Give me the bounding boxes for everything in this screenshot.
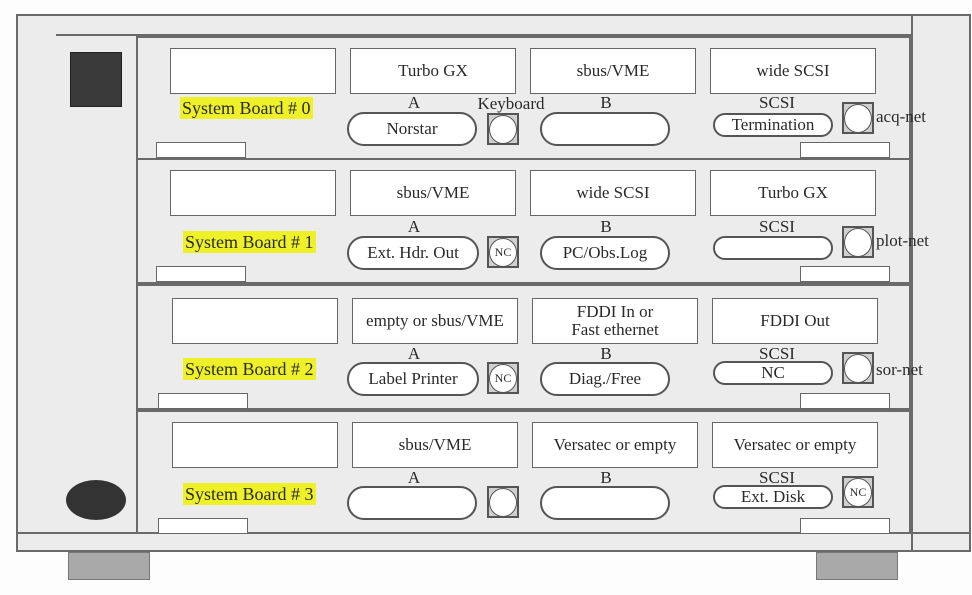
chassis-right-panel <box>911 14 971 552</box>
board-2-blank-panel <box>172 298 338 344</box>
board-0-label-a: A <box>407 93 421 112</box>
board-3-slot-1: sbus/VME <box>352 422 518 468</box>
board-0-connector-a[interactable]: Norstar <box>347 112 477 146</box>
board-0-blank-panel <box>170 48 336 94</box>
board-2-handle-left <box>158 393 248 409</box>
port-ring <box>844 227 872 257</box>
board-2-label-scsi: SCSI <box>759 344 795 363</box>
board-1-slot-3: Turbo GX <box>710 170 876 216</box>
board-3-slot-3: Versatec or empty <box>712 422 878 468</box>
board-3-connector-scsi[interactable]: Ext. Disk <box>713 485 833 509</box>
power-button[interactable] <box>66 480 126 520</box>
board-2-name: System Board # 2 <box>183 358 316 380</box>
board-1-handle-right <box>800 266 890 282</box>
board-3-label-a: A <box>407 468 421 487</box>
port-ring <box>844 103 872 133</box>
system-board-2 <box>138 284 911 410</box>
board-2-connector-scsi[interactable]: NC <box>713 361 833 385</box>
chassis-left-panel <box>56 36 138 532</box>
chassis-foot-right <box>816 552 898 580</box>
board-0-slot-1: Turbo GX <box>350 48 516 94</box>
board-0-keyboard-port[interactable] <box>487 113 519 145</box>
board-3-connector-b[interactable] <box>540 486 670 520</box>
board-1-net-port[interactable] <box>842 226 874 258</box>
board-1-handle-left <box>156 266 246 282</box>
board-0-net-label: acq-net <box>876 107 927 126</box>
port-ring: NC <box>489 363 517 393</box>
board-3-label-b: B <box>600 468 612 487</box>
board-3-slot-2: Versatec or empty <box>532 422 698 468</box>
port-ring <box>844 353 872 383</box>
board-0-slot-2: sbus/VME <box>530 48 696 94</box>
chassis-foot-left <box>68 552 150 580</box>
board-3-connector-a[interactable] <box>347 486 477 520</box>
board-2-net-port[interactable] <box>842 352 874 384</box>
board-0-handle-right <box>800 142 890 158</box>
board-2-connector-b[interactable]: Diag./Free <box>540 362 670 396</box>
board-2-slot-3: FDDI Out <box>712 298 878 344</box>
board-1-port[interactable]: NC <box>487 236 519 268</box>
board-0-label-scsi: SCSI <box>759 93 795 112</box>
port-ring: NC <box>489 237 517 267</box>
board-0-name: System Board # 0 <box>180 97 313 119</box>
board-1-label-b: B <box>600 217 612 236</box>
board-2-port[interactable]: NC <box>487 362 519 394</box>
port-ring <box>489 114 517 144</box>
chassis-top-strip <box>56 14 911 36</box>
board-2-label-b: B <box>600 344 612 363</box>
board-1-label-a: A <box>407 217 421 236</box>
board-3-blank-panel <box>172 422 338 468</box>
board-1-connector-a[interactable]: Ext. Hdr. Out <box>347 236 479 270</box>
board-1-connector-b[interactable]: PC/Obs.Log <box>540 236 670 270</box>
board-0-connector-b[interactable] <box>540 112 670 146</box>
board-2-slot-1: empty or sbus/VME <box>352 298 518 344</box>
board-3-port[interactable] <box>487 486 519 518</box>
board-3-handle-left <box>158 518 248 534</box>
board-1-name: System Board # 1 <box>183 231 316 253</box>
board-1-slot-1: sbus/VME <box>350 170 516 216</box>
board-3-handle-right <box>800 518 890 534</box>
board-1-connector-scsi[interactable] <box>713 236 833 260</box>
board-2-label-a: A <box>407 344 421 363</box>
board-0-connector-scsi[interactable]: Termination <box>713 113 833 137</box>
board-2-net-label: sor-net <box>876 360 923 379</box>
board-0-net-port[interactable] <box>842 102 874 134</box>
port-ring: NC <box>844 477 872 507</box>
port-ring <box>489 487 517 517</box>
board-1-net-label: plot-net <box>876 231 929 250</box>
chassis-bottom-strip <box>16 532 971 552</box>
board-3-net-port[interactable]: NC <box>842 476 874 508</box>
board-2-connector-a[interactable]: Label Printer <box>347 362 479 396</box>
board-0-handle-left <box>156 142 246 158</box>
board-2-handle-right <box>800 393 890 409</box>
system-board-3 <box>138 410 911 534</box>
system-board-1 <box>138 158 911 284</box>
board-1-blank-panel <box>170 170 336 216</box>
board-3-name: System Board # 3 <box>183 483 316 505</box>
board-1-label-scsi: SCSI <box>759 217 795 236</box>
board-0-keyboard-label: Keyboard <box>477 94 545 113</box>
board-0-slot-3: wide SCSI <box>710 48 876 94</box>
board-3-label-scsi: SCSI <box>759 468 795 487</box>
board-2-slot-2: FDDI In or Fast ethernet <box>532 298 698 344</box>
board-0-label-b: B <box>600 93 612 112</box>
status-indicator <box>70 52 122 107</box>
board-1-slot-2: wide SCSI <box>530 170 696 216</box>
